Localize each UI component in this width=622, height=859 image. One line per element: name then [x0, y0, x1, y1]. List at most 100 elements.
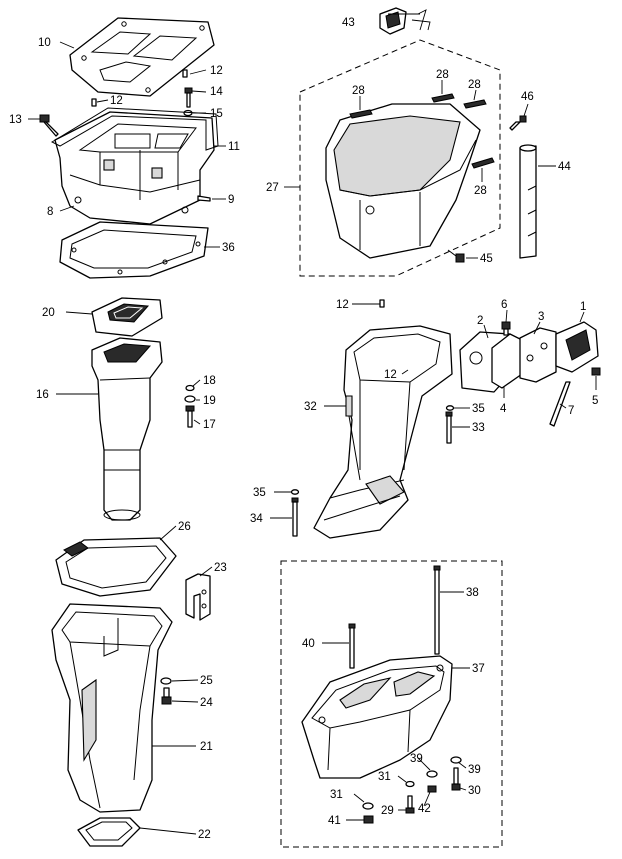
callout-33: 33 — [472, 422, 485, 434]
part-18-washer — [185, 384, 195, 392]
part-30-bolt — [451, 767, 461, 791]
callout-6: 6 — [501, 299, 507, 311]
callout-19: 19 — [203, 395, 216, 407]
callout-29: 29 — [381, 805, 394, 817]
lower-assembly-frame — [280, 560, 503, 848]
part-23-bracket — [185, 573, 211, 621]
part-29-bolt — [405, 795, 415, 814]
part-21-lower-case — [51, 603, 173, 813]
callout-17-label: 17 — [203, 419, 216, 431]
part-35-washer-upper — [445, 405, 455, 411]
part-1-seal-plate — [555, 321, 599, 373]
part-13-bolt — [39, 114, 59, 137]
callout-4: 4 — [500, 403, 507, 415]
part-17-bolt — [185, 405, 195, 428]
callout-45: 45 — [480, 253, 493, 265]
part-upper-drive-case — [313, 325, 453, 539]
callout-22: 22 — [198, 829, 211, 841]
part-16-exhaust-pipe — [91, 337, 163, 521]
callout-11: 11 — [228, 141, 240, 153]
callout-36-label: 36 — [222, 242, 235, 254]
part-35-washer-lower — [290, 489, 300, 495]
part-31-washers — [362, 780, 415, 810]
callout-34: 34 — [250, 513, 263, 525]
part-42-nut — [427, 785, 437, 793]
callout-16-label: 16 — [36, 389, 49, 401]
callout-30: 30 — [468, 785, 481, 797]
callout-labels: 10 12 14 12 15 13 11 9 8 39 36 20 18 13 … — [9, 17, 598, 841]
part-34-bolt — [291, 497, 299, 537]
part-36-gasket — [59, 221, 209, 279]
callout-35: 35 — [472, 403, 485, 415]
callout-28: 28 — [436, 69, 449, 81]
part-44-tube — [519, 144, 537, 259]
callout-28: 28 — [474, 185, 487, 197]
callout-26: 26 — [178, 521, 191, 533]
callout-18: 18 — [203, 375, 216, 387]
callout-39: 39 — [468, 764, 481, 776]
part-46-screw — [509, 115, 527, 131]
part-40-stud — [348, 623, 356, 669]
callout-12: 12 — [336, 299, 349, 311]
part-14-bolt — [184, 87, 193, 108]
callout-8: 8 — [47, 206, 53, 218]
callout-35: 35 — [253, 487, 266, 499]
callout-23: 23 — [214, 562, 227, 574]
callout-43: 43 — [342, 17, 355, 29]
callout-9: 9 — [228, 194, 234, 206]
callout-31: 31 — [330, 789, 343, 801]
callout-12: 12 — [210, 65, 223, 77]
callout-5: 5 — [592, 395, 598, 407]
callout-20: 20 — [42, 307, 55, 319]
part-39-washers — [426, 756, 462, 778]
part-27-lower-cover — [325, 103, 481, 259]
leader-lines — [28, 9, 597, 835]
callout-15: 15 — [210, 108, 223, 120]
part-33-bolt — [445, 411, 453, 444]
callout-13: 13 — [9, 114, 22, 126]
callout-46: 46 — [521, 91, 534, 103]
callout-32: 32 — [304, 401, 317, 413]
part-32-rod — [345, 395, 361, 481]
callout-2: 2 — [477, 315, 483, 327]
callout-12-label: 12 — [384, 369, 397, 381]
part-11-seal — [50, 107, 219, 151]
callout-24: 24 — [200, 697, 213, 709]
part-20-gasket-plate — [91, 297, 163, 337]
callout-28: 28 — [468, 79, 481, 91]
callout-38: 38 — [466, 587, 479, 599]
part-24-bolt — [161, 687, 172, 705]
callout-10: 10 — [38, 37, 51, 49]
callout-25: 25 — [200, 675, 213, 687]
callout-37: 37 — [472, 663, 485, 675]
callout-31: 31 — [378, 771, 391, 783]
callout-39: 39 — [410, 753, 423, 765]
callout-3: 3 — [538, 311, 544, 323]
part-37-lower-unit-body — [301, 655, 453, 779]
part-41-nut — [363, 815, 374, 824]
part-27-dashed-group-boundary — [299, 39, 501, 277]
part-3-cover — [519, 327, 557, 383]
part-45-screw — [447, 249, 465, 263]
part-43-grommet — [379, 7, 407, 35]
callout-41: 41 — [328, 815, 341, 827]
part-9-screw — [197, 195, 211, 202]
callout-28: 28 — [352, 85, 365, 97]
part-38-stud — [433, 565, 441, 655]
part-12-pins-upper — [91, 69, 188, 107]
callout-21: 21 — [200, 741, 213, 753]
part-22-seal — [77, 817, 141, 847]
part-26-gasket — [55, 537, 177, 597]
callout-40: 40 — [302, 638, 315, 650]
callout-12: 12 — [110, 95, 123, 107]
part-19-washer — [184, 395, 196, 403]
part-10-gasket-plate — [69, 17, 215, 97]
part-25-washer — [160, 677, 172, 685]
part-5-bolt — [591, 367, 601, 376]
part-8-adapter-housing — [54, 111, 215, 225]
callout-7: 7 — [568, 405, 574, 417]
callout-44: 44 — [558, 161, 571, 173]
callout-1: 1 — [580, 301, 586, 313]
